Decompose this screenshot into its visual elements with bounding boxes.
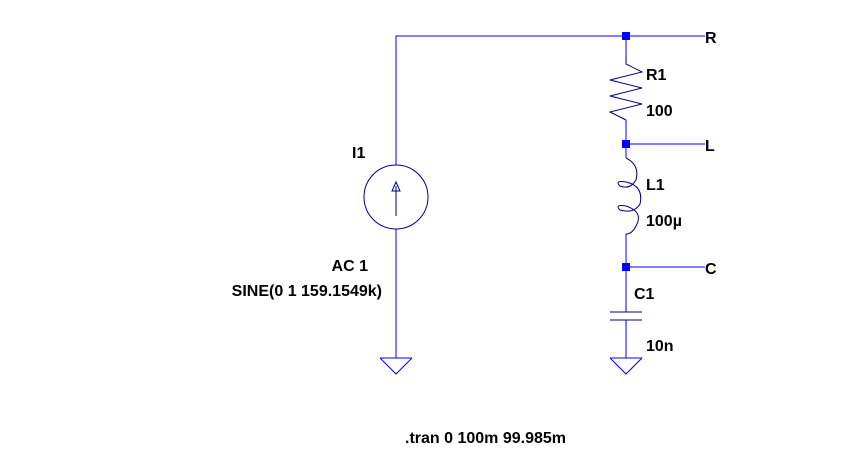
source-name-label: I1: [352, 145, 365, 162]
net-label-r: R: [705, 30, 717, 47]
resistor-value-label: 100: [646, 103, 673, 120]
node-l[interactable]: [622, 140, 630, 148]
source-ac-label: AC 1: [332, 258, 369, 275]
capacitor-name-label: C1: [634, 286, 655, 303]
inductor-value-label: 100µ: [646, 213, 682, 230]
spice-directive[interactable]: .tran 0 100m 99.985m: [405, 430, 566, 447]
ground-capacitor[interactable]: [609, 357, 643, 375]
resistor-r1-symbol[interactable]: [608, 56, 644, 121]
ground-triangle-icon: [379, 357, 413, 375]
inductor-l1-symbol[interactable]: [617, 157, 642, 235]
current-arrow-head-icon: [391, 180, 401, 192]
ground-source[interactable]: [379, 357, 413, 375]
capacitor-c1-symbol[interactable]: [610, 311, 642, 321]
wires: [395, 35, 705, 358]
current-source-i1[interactable]: [363, 164, 429, 230]
current-source-circle: [363, 164, 429, 230]
resistor-name-label: R1: [646, 67, 667, 84]
source-function-label: SINE(0 1 159.1549k): [232, 283, 382, 300]
wire-top[interactable]: [395, 35, 705, 165]
ground-triangle-icon: [609, 357, 643, 375]
capacitor-value-label: 10n: [646, 338, 674, 355]
inductor-coil: [617, 157, 642, 235]
net-label-l: L: [705, 138, 715, 155]
node-c[interactable]: [622, 263, 630, 271]
node-r[interactable]: [622, 32, 630, 40]
net-label-c: C: [705, 261, 717, 278]
inductor-name-label: L1: [646, 177, 665, 194]
